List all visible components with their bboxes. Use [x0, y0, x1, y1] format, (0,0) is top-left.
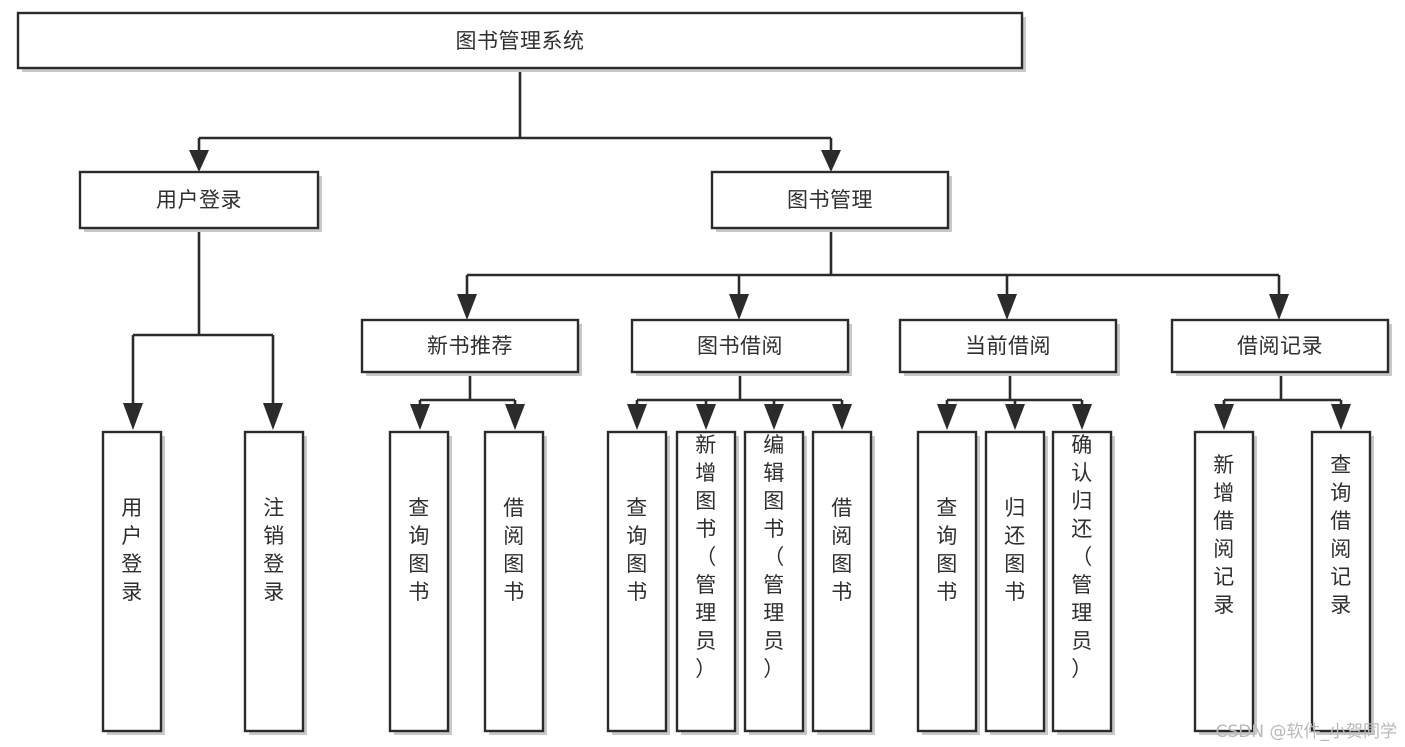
arrow-to-borrow-record [1269, 294, 1289, 320]
node-borrow-record-box [1170, 318, 1390, 374]
arrow-nbr-leaf-2 [505, 404, 525, 430]
connector-layer [123, 68, 1351, 430]
arrow-to-leaf-user-login [123, 403, 143, 430]
leaf-box [675, 430, 737, 733]
leaf-label: 查询借阅记录 [1330, 453, 1352, 617]
leaf-label: 查询图书 [626, 496, 648, 604]
leaf-node[interactable]: 新增借阅记录 [1193, 430, 1257, 735]
node-current-borrow-box [898, 318, 1118, 374]
leaf-node[interactable]: 编辑图书（管理员） [743, 430, 807, 735]
arrow-tsjy-leaf-2 [696, 404, 716, 430]
leaf-box [388, 430, 450, 733]
leaf-label: 归还图书 [1004, 496, 1026, 604]
arrow-tsjy-leaf-3 [764, 404, 784, 430]
node-borrow-record-label: 借阅记录 [1237, 334, 1323, 358]
leaf-node[interactable]: 归还图书 [984, 430, 1048, 735]
node-book-borrow-label: 图书借阅 [697, 334, 783, 358]
leaf-label: 编辑图书（管理员） [763, 433, 785, 681]
leaf-label: 确认归还（管理员） [1071, 433, 1093, 681]
node-book-management-box [710, 170, 950, 230]
leaf-box [811, 430, 873, 733]
leaf-label: 查询图书 [936, 496, 958, 604]
node-book-management[interactable]: 图书管理 [710, 170, 952, 232]
node-book-management-label: 图书管理 [787, 188, 873, 212]
leaf-box [1051, 430, 1113, 733]
leaf-box [916, 430, 978, 733]
leaf-label: 新增图书（管理员） [695, 433, 717, 681]
leaf-label: 用户登录 [121, 496, 143, 604]
leaf-node[interactable]: 查询图书 [916, 430, 980, 735]
leaf-node[interactable]: 查询图书 [388, 430, 452, 735]
leaf-box [606, 430, 668, 733]
leaf-box [1193, 430, 1255, 733]
leaf-label: 查询图书 [408, 496, 430, 604]
arrow-dqjy-leaf-2 [1005, 404, 1025, 430]
node-user-login-box [78, 170, 320, 230]
csdn-watermark: CSDN @软件_小贺同学 [1215, 722, 1397, 742]
node-root-label: 图书管理系统 [456, 29, 585, 53]
node-user-login-label: 用户登录 [156, 188, 242, 212]
leaf-box [483, 430, 545, 733]
node-book-borrow-box [630, 318, 850, 374]
leaf-node[interactable]: 新增图书（管理员） [675, 430, 739, 735]
arrow-to-book-borrow [729, 294, 749, 320]
arrow-tsjy-leaf-1 [627, 404, 647, 430]
node-book-borrow[interactable]: 图书借阅 [630, 318, 852, 376]
arrow-to-new-book-rec [457, 294, 477, 320]
leaf-label: 借阅图书 [831, 496, 853, 604]
leaf-box [243, 430, 305, 733]
arrow-dqjy-leaf-1 [937, 404, 957, 430]
leaf-node[interactable]: 查询图书 [606, 430, 670, 735]
leaf-box [743, 430, 805, 733]
node-new-book-recommend-label: 新书推荐 [427, 334, 513, 358]
arrow-root-to-book-mgmt [821, 150, 841, 172]
leaf-label: 注销登录 [263, 496, 285, 604]
node-new-book-recommend[interactable]: 新书推荐 [360, 318, 582, 376]
leaf-label: 借阅图书 [503, 496, 525, 604]
leaf-node[interactable]: 借阅图书 [483, 430, 547, 735]
leaf-box [1310, 430, 1372, 733]
node-root[interactable]: 图书管理系统 [16, 11, 1026, 72]
leaf-node[interactable]: 借阅图书 [811, 430, 875, 735]
arrow-jyjl-leaf-2 [1331, 404, 1351, 430]
node-borrow-record[interactable]: 借阅记录 [1170, 318, 1392, 376]
leaf-box [984, 430, 1046, 733]
arrow-tsjy-leaf-4 [832, 404, 852, 430]
leaf-node[interactable]: 查询借阅记录 [1310, 430, 1374, 735]
node-current-borrow[interactable]: 当前借阅 [898, 318, 1120, 376]
arrow-dqjy-leaf-3 [1072, 404, 1092, 430]
node-user-login[interactable]: 用户登录 [78, 170, 322, 232]
leaf-node[interactable]: 用户登录 [101, 430, 165, 735]
leaf-node[interactable]: 注销登录 [243, 430, 307, 735]
node-root-box [16, 11, 1024, 70]
node-new-book-recommend-box [360, 318, 580, 374]
arrow-nbr-leaf-1 [410, 404, 430, 430]
leaf-label: 新增借阅记录 [1213, 453, 1235, 617]
arrow-to-current-borrow [997, 294, 1017, 320]
arrow-to-leaf-logout [263, 403, 283, 430]
leaf-box [101, 430, 163, 733]
node-current-borrow-label: 当前借阅 [965, 334, 1051, 358]
arrow-root-to-user-login [189, 150, 209, 172]
leaf-node[interactable]: 确认归还（管理员） [1051, 430, 1115, 735]
arrow-jyjl-leaf-1 [1214, 404, 1234, 430]
